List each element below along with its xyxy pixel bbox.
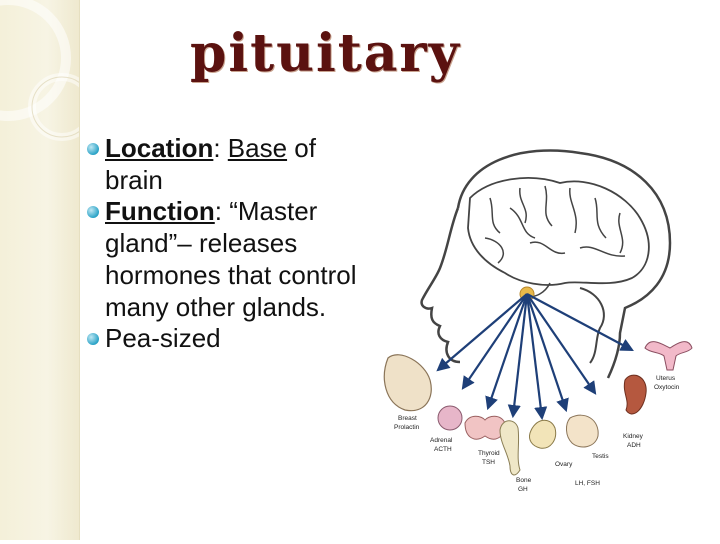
uterus-icon <box>644 341 693 371</box>
label-ovary: Ovary <box>555 461 573 468</box>
kidney-icon <box>623 374 647 415</box>
bullet-location: Location: Base of brain <box>87 133 365 196</box>
bullet-underlined-word: Base <box>227 133 288 163</box>
sidebar-divider <box>79 0 80 540</box>
label-kidney: Kidney <box>623 433 644 440</box>
sidebar-decoration <box>0 0 96 141</box>
bullet-text: “Master gland”– releases hormones that c… <box>105 196 357 322</box>
label-breast: Breast <box>398 415 417 422</box>
bullet-separator: : <box>214 196 230 227</box>
label-thyroid: Thyroid <box>478 450 500 457</box>
testis-icon <box>566 414 599 448</box>
adrenal-icon <box>437 405 463 431</box>
label-testis: Testis <box>592 453 609 460</box>
bullet-size: Pea-sized <box>87 323 365 355</box>
pituitary-diagram: Breast Prolactin Adrenal ACTH Thyroid TS… <box>383 149 693 493</box>
slide-title: pituitary <box>190 23 462 84</box>
ovary-icon <box>529 419 557 449</box>
bullet-separator: : <box>213 133 228 163</box>
hormone-arrows <box>436 293 634 421</box>
label-gh: GH <box>518 486 528 493</box>
label-bone: Bone <box>516 477 532 484</box>
label-acth: ACTH <box>434 446 452 453</box>
breast-icon <box>383 354 432 412</box>
label-lh-fsh: LH, FSH <box>575 480 600 487</box>
head-brain-illustration <box>420 149 672 379</box>
bullet-list: Location: Base of brain Function: “Maste… <box>87 133 365 355</box>
bone-icon <box>499 420 521 476</box>
bullet-text: Pea-sized <box>105 323 221 354</box>
bullet-dot-icon <box>87 143 99 155</box>
label-adrenal: Adrenal <box>430 437 453 444</box>
bullet-term: Function <box>105 196 215 227</box>
slide-sidebar <box>0 0 96 540</box>
label-adh: ADH <box>627 442 641 449</box>
label-prolactin: Prolactin <box>394 424 420 431</box>
bullet-text: of brain <box>105 133 316 195</box>
label-uterus: Uterus <box>656 375 676 382</box>
bullet-term: Location <box>105 133 214 163</box>
bullet-function: Function: “Master gland”– releases hormo… <box>87 196 365 323</box>
label-oxytocin: Oxytocin <box>654 384 680 391</box>
thyroid-icon <box>464 415 506 440</box>
bullet-dot-icon <box>87 333 99 346</box>
bullet-dot-icon <box>87 206 99 219</box>
label-tsh: TSH <box>482 459 495 466</box>
